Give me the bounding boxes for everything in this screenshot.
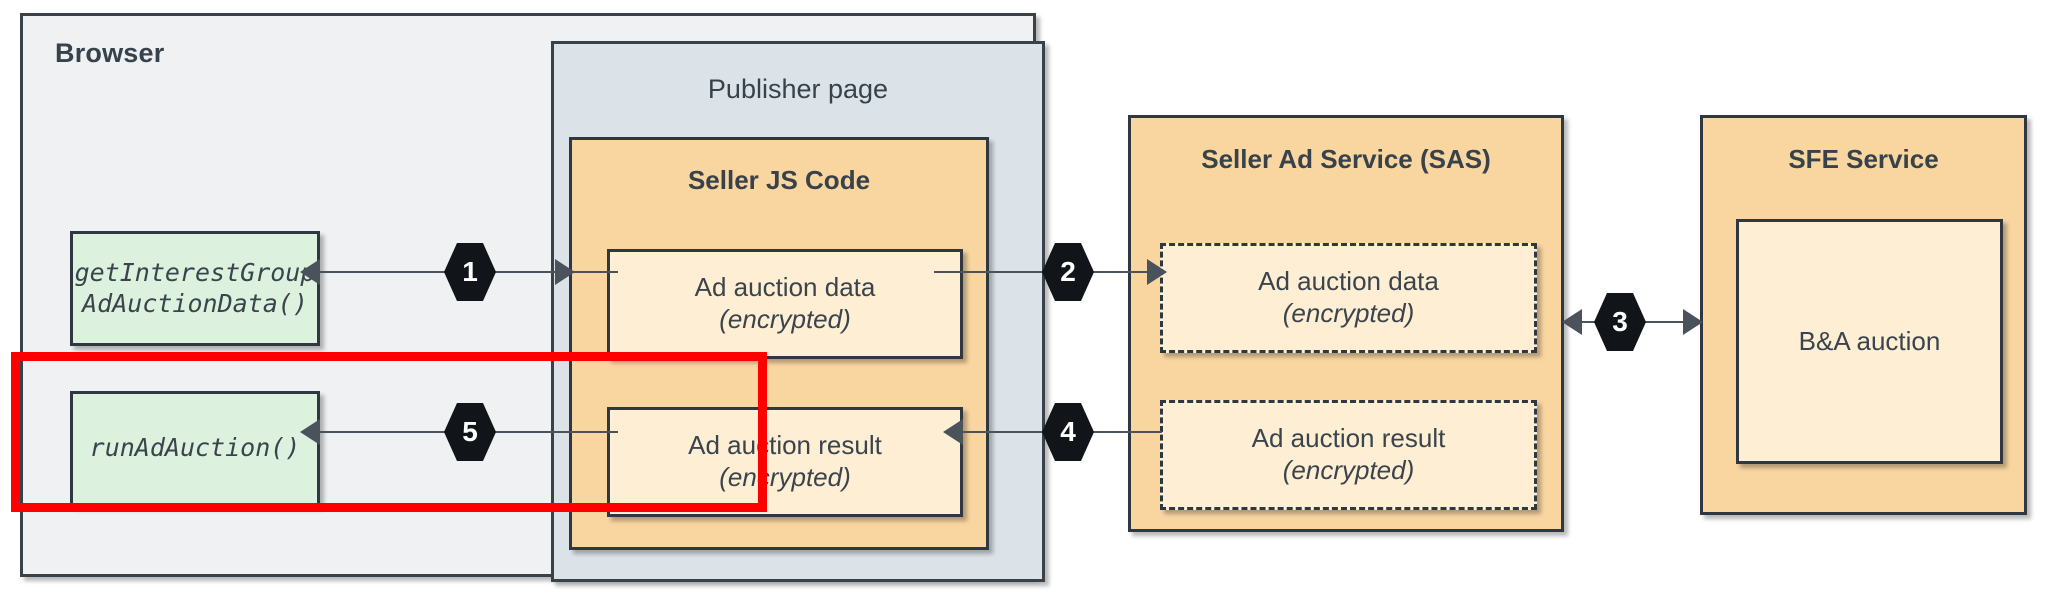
browser-title: Browser	[55, 38, 165, 68]
js-ad-auction-data-node[interactable]: Ad auction data (encrypted)	[607, 249, 963, 359]
arrowhead-step-3-right	[1683, 309, 1703, 335]
seller-ad-service-container: Seller Ad Service (SAS) Ad auction data …	[1128, 115, 1564, 532]
node-line-2: (encrypted)	[719, 304, 851, 334]
arrowhead-step-1-left	[300, 259, 320, 285]
node-line-1: getInterestGroup	[74, 258, 316, 287]
arrowhead-step-2	[1147, 259, 1167, 285]
seller-ad-service-title: Seller Ad Service (SAS)	[1201, 144, 1491, 174]
publisher-page-container: Publisher page Seller JS Code Ad auction…	[551, 41, 1045, 582]
node-line-1: runAdAuction()	[89, 433, 301, 463]
step-badge-label: 3	[1612, 306, 1628, 337]
step-badge-label: 1	[462, 256, 478, 287]
node-line-1: B&A auction	[1798, 325, 1941, 356]
sas-ad-auction-data-node[interactable]: Ad auction data (encrypted)	[1160, 243, 1537, 353]
step-badge-2: 2	[1042, 243, 1094, 301]
seller-js-code-title: Seller JS Code	[687, 165, 871, 195]
node-line-2: (encrypted)	[1282, 298, 1415, 328]
arrowhead-step-4	[943, 419, 963, 445]
browser-container: Browser getInterestGroup AdAuctionData()…	[20, 13, 1045, 582]
js-ad-auction-result-node[interactable]: Ad auction result (encrypted)	[607, 407, 963, 517]
step-badge-label: 2	[1060, 256, 1076, 287]
node-line-2: (encrypted)	[1282, 455, 1415, 485]
step-badge-4: 4	[1042, 403, 1094, 461]
arrowhead-step-1-right	[555, 259, 575, 285]
sas-ad-auction-result-node[interactable]: Ad auction result (encrypted)	[1160, 400, 1537, 510]
highlight-rectangle	[11, 352, 767, 512]
sfe-service-container: SFE Service B&A auction	[1700, 115, 2027, 515]
node-line-1: Ad auction data	[1258, 266, 1439, 297]
sfe-service-title: SFE Service	[1788, 144, 1939, 174]
step-badge-3: 3	[1594, 293, 1646, 351]
seller-js-code-container: Seller JS Code Ad auction data (encrypte…	[569, 137, 989, 550]
node-line-1: Ad auction data	[694, 272, 876, 303]
arrowhead-step-3-left	[1562, 309, 1582, 335]
publisher-page-title: Publisher page	[707, 74, 889, 104]
bna-auction-node[interactable]: B&A auction	[1736, 219, 2003, 464]
get-interest-group-ad-auction-data-node[interactable]: getInterestGroup AdAuctionData()	[70, 231, 320, 346]
node-line-2: AdAuctionData()	[82, 288, 308, 318]
step-badge-label: 4	[1060, 416, 1076, 447]
arrowhead-step-5	[300, 419, 320, 445]
node-line-1: Ad auction result	[1251, 423, 1446, 454]
node-line-2: (encrypted)	[719, 462, 851, 492]
step-badge-label: 5	[462, 416, 478, 447]
node-line-1: Ad auction result	[688, 430, 882, 461]
